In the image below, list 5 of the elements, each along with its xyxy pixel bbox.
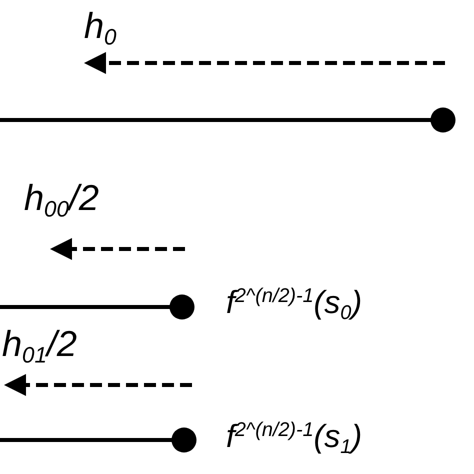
math-label: h$_{0}$ — [84, 8, 116, 49]
math-label: h$_{00}$/2 — [24, 180, 99, 221]
math-label: h$_{01}$/2 — [2, 326, 77, 367]
math-label: f$^{2^(n/2)-1}$(s$_{1}$) — [226, 420, 362, 458]
math-label: f$^{2^(n/2)-1}$(s$_{0}$) — [226, 286, 362, 324]
